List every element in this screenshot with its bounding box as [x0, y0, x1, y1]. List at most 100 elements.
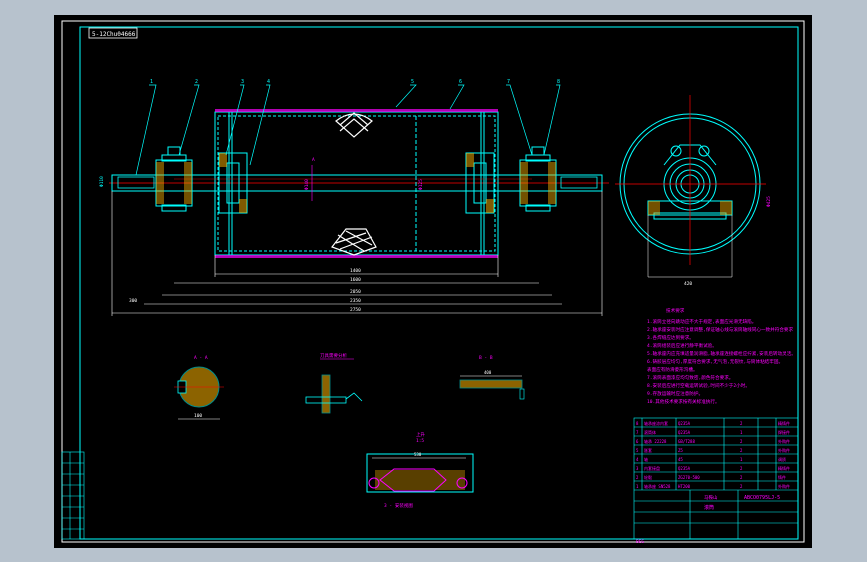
parts-cell: 4	[636, 457, 639, 462]
parts-cell: 外购件	[778, 438, 790, 444]
parts-cell: 8	[636, 421, 639, 426]
parts-cell: HT200	[678, 484, 691, 489]
section-bb-dim: 400	[484, 370, 492, 375]
balloon-1: 1	[150, 79, 153, 85]
parts-cell: 2	[740, 475, 743, 480]
section-bb: B - B 400	[459, 355, 525, 400]
drawing-number: ABCO0795LJ-5	[744, 495, 780, 501]
section-aa: A - A 100	[174, 355, 224, 420]
parts-row: 4 轴 45 1 调质	[636, 456, 786, 462]
note-line-1: 1.滚筒立径向跳动应不大于规定,表面应光滑无缺陷。	[647, 318, 756, 325]
parts-cell: 2	[740, 439, 743, 444]
note-line-9: 8.安装后应进行空载运转试验,时间不少于2小时。	[647, 382, 750, 389]
parts-cell: 2	[636, 475, 639, 480]
parts-cell: 1	[636, 484, 639, 489]
title-block-frame	[633, 417, 799, 540]
parts-cell: 外购件	[778, 447, 790, 453]
shaft-labels: Φ110 Φ140 Φ125 A	[99, 157, 424, 190]
note-line-10: 9.存放运输时应注意防护。	[647, 390, 703, 397]
notes-heading: 技术要求	[666, 307, 685, 314]
note-line-8: 7.滚筒表面漆应均匀致密,颜色符合要求。	[647, 374, 733, 381]
dim-1600: 1600	[350, 277, 361, 283]
note-line-7: 表面应有防滑菱形沟槽。	[647, 366, 698, 373]
parts-cell: 轴	[644, 456, 648, 462]
section-detail: 刀具需要分析	[305, 352, 363, 414]
bottom-tag: BEG	[636, 539, 644, 545]
parts-cell: 焊接件	[778, 429, 790, 435]
parts-cell: 7	[636, 430, 639, 435]
title-block-name: 滚筒	[704, 504, 714, 511]
side-view-hatch	[648, 201, 660, 215]
cad-viewport[interactable]: 5-12Chu04666	[54, 15, 812, 548]
side-dim-420: 420	[684, 281, 692, 287]
parts-cell: 2	[740, 421, 743, 426]
balloon-5: 5	[411, 79, 414, 85]
leader-lines	[135, 84, 561, 176]
parts-cell: 1	[740, 457, 743, 462]
hatch-sections	[156, 109, 556, 258]
dim-300: 300	[129, 298, 137, 304]
dimension-lines	[111, 191, 603, 316]
section-aa-label: A - A	[194, 355, 208, 361]
parts-cell: 2	[740, 448, 743, 453]
parts-cell: Q235A	[678, 421, 691, 426]
parts-cell: 轴承座 SN528	[644, 483, 671, 489]
view-c-scale: 1:5	[416, 438, 424, 444]
parts-cell: Q235A	[678, 430, 691, 435]
parts-cell: 2	[740, 484, 743, 489]
parts-row: 8 轴承座涼内套 Q235A 2 精铸件	[636, 420, 790, 426]
parts-cell: 轴承 22228	[644, 438, 667, 444]
balloon-numbers: 1 2 3 4 5 6 7 8	[150, 79, 560, 85]
balloon-6: 6	[459, 79, 462, 85]
parts-cell: 轴承座涼内套	[644, 420, 668, 426]
parts-cell: 外购件	[778, 483, 790, 489]
shaft-dim-mid: Φ140	[304, 179, 310, 190]
section-aa-dim: 100	[194, 413, 202, 419]
section-detail-label: 刀具需要分析	[320, 352, 347, 359]
parts-row: 7 滚筒体 Q235A 1 焊接件	[636, 429, 790, 435]
parts-cell: Q235A	[678, 466, 691, 471]
balloon-2: 2	[195, 79, 198, 85]
dim-2750: 2750	[350, 307, 361, 313]
engineering-drawing: 5-12Chu04666	[61, 20, 805, 545]
parts-cell: 精铸件	[778, 465, 790, 471]
parts-row: 6 轴承 22228 GB/T288 2 外购件	[636, 438, 790, 444]
parts-cell: 6	[636, 439, 639, 444]
section-bb-label: B - B	[479, 355, 493, 361]
parts-cell: 2	[740, 466, 743, 471]
detail-callout: A	[312, 157, 315, 163]
dim-2050: 2050	[350, 289, 361, 295]
parts-cell: 调质	[778, 456, 786, 462]
shaft-dim-left: Φ110	[99, 176, 105, 187]
balloon-4: 4	[267, 79, 270, 85]
view-c-dim: 530	[414, 452, 422, 457]
view-c: 上升 1:5 530 3 - 安装视图	[366, 431, 474, 509]
side-view-hatch-right	[720, 201, 732, 215]
note-line-6: 6.铸胶层应均匀,厚度符合要求,无气泡,无裂纹,与筒体粘结牢固。	[647, 358, 783, 365]
parts-cell: 胀套	[644, 447, 652, 453]
title-label-box	[88, 27, 138, 39]
parts-row: 2 轮毂 ZG270-500 2 铸件	[636, 474, 786, 480]
border-frame	[79, 26, 799, 540]
side-dim-diameter: Φ425	[766, 196, 772, 207]
parts-cell: 滚筒体	[644, 429, 656, 435]
parts-cell: GB/T288	[678, 439, 695, 444]
parts-cell: Z5	[678, 448, 683, 453]
technical-notes: 技术要求 1.滚筒立径向跳动应不大于规定,表面应光滑无缺陷。 2.轴承座安装时应…	[647, 307, 796, 405]
parts-cell: 内套接盘	[644, 465, 660, 471]
dim-1400: 1400	[350, 268, 361, 274]
view-c-label: 上升	[416, 431, 425, 438]
parts-cell: 45	[678, 457, 683, 462]
parts-cell: 3	[636, 466, 639, 471]
parts-cell: 铸件	[778, 474, 786, 480]
title-label-text: 5-12Chu04666	[92, 31, 136, 38]
outer-frame	[61, 20, 805, 543]
view-c-caption: 3 - 安装视图	[384, 502, 413, 509]
shaft-dim-right: Φ125	[418, 179, 424, 190]
balloon-7: 7	[507, 79, 510, 85]
lagging-pattern	[331, 112, 377, 256]
dimension-texts: 1400 1600 2050 2350 2750 300	[129, 268, 361, 313]
parts-cell: 精铸件	[778, 420, 790, 426]
parts-row: 3 内套接盘 Q235A 2 精铸件	[636, 465, 790, 471]
parts-cell: ZG270-500	[678, 475, 700, 480]
